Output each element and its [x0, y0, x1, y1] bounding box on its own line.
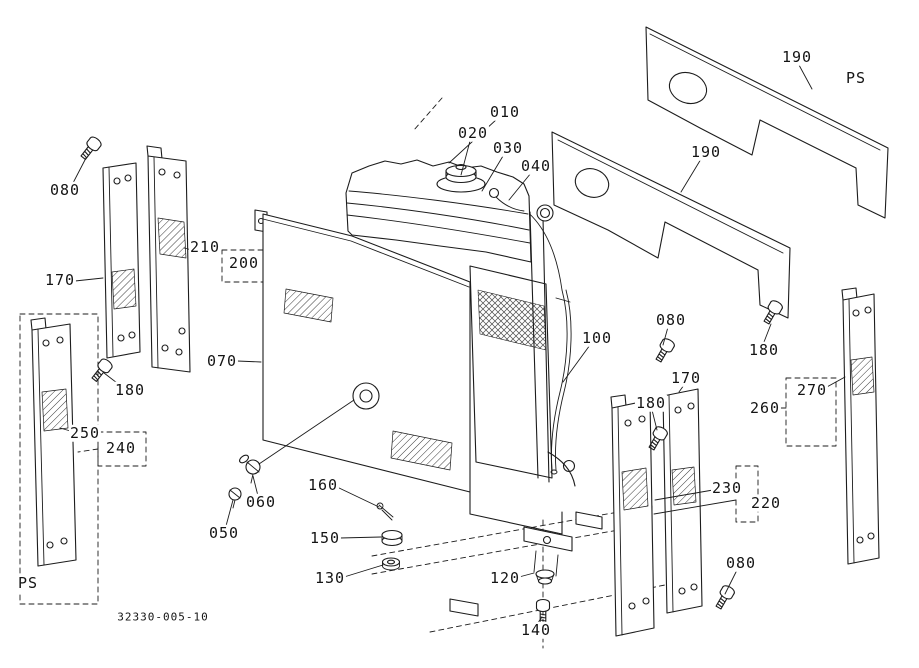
part-label-040-3: 040	[519, 156, 553, 175]
fan-shroud-panel	[254, 209, 471, 493]
drain-grommet-hole	[352, 382, 380, 410]
part-label-250-20: 250	[68, 423, 102, 442]
part-label-170-16: 170	[669, 368, 703, 387]
part-label-100-12: 100	[580, 328, 614, 347]
part-label-220-23: 220	[749, 493, 783, 512]
part-label-140-31: 140	[519, 620, 553, 639]
part-label-080-13: 080	[654, 310, 688, 329]
right-inner-bracket	[610, 394, 655, 637]
drawing-number: 32330-005-10	[117, 610, 209, 624]
part-label-120-29: 120	[488, 568, 522, 587]
lower-mount-bracket	[449, 491, 603, 617]
right-outer-bracket	[662, 388, 703, 614]
lower-air-duct-panel	[551, 131, 791, 319]
part-label-240-21: 240	[104, 438, 138, 457]
far-left-mount-panel	[30, 317, 77, 567]
radiator-cap	[436, 163, 486, 193]
part-label-070-11: 070	[205, 351, 239, 370]
part-label-130-28: 130	[313, 568, 347, 587]
part-label-010-0: 010	[488, 102, 522, 121]
left-inner-bracket	[102, 162, 141, 359]
radiator-upper-tank	[345, 159, 532, 263]
radiator-core	[469, 204, 576, 487]
drain-plug	[228, 487, 242, 509]
part-label-ps-6: PS	[844, 68, 868, 87]
far-right-mount-panel	[841, 287, 880, 565]
part-label-080-4: 080	[48, 180, 82, 199]
part-label-080-30: 080	[724, 553, 758, 572]
grommet-130	[381, 557, 401, 571]
part-label-030-2: 030	[491, 138, 525, 157]
part-label-160-25: 160	[306, 475, 340, 494]
left-outer-bracket	[146, 145, 191, 373]
part-label-210-8: 210	[188, 237, 222, 256]
part-label-200-9: 200	[227, 253, 261, 272]
part-label-150-27: 150	[308, 528, 342, 547]
part-label-170-10: 170	[43, 270, 77, 289]
part-label-270-18: 270	[795, 380, 829, 399]
washer-150	[381, 529, 403, 547]
drain-cock	[239, 399, 355, 484]
part-label-050-26: 050	[207, 523, 241, 542]
part-label-190-5: 190	[780, 47, 814, 66]
part-label-ps-32: PS	[16, 573, 40, 592]
mount-cushion-120	[535, 569, 555, 585]
part-label-190-7: 190	[689, 142, 723, 161]
part-label-020-1: 020	[456, 123, 490, 142]
filler-spout	[488, 187, 525, 212]
upper-air-duct-panel	[645, 26, 889, 219]
part-label-060-24: 060	[244, 492, 278, 511]
part-label-180-17: 180	[634, 393, 668, 412]
part-label-260-19: 260	[748, 398, 782, 417]
part-label-180-15: 180	[113, 380, 147, 399]
part-label-230-22: 230	[710, 478, 744, 497]
part-label-180-14: 180	[747, 340, 781, 359]
